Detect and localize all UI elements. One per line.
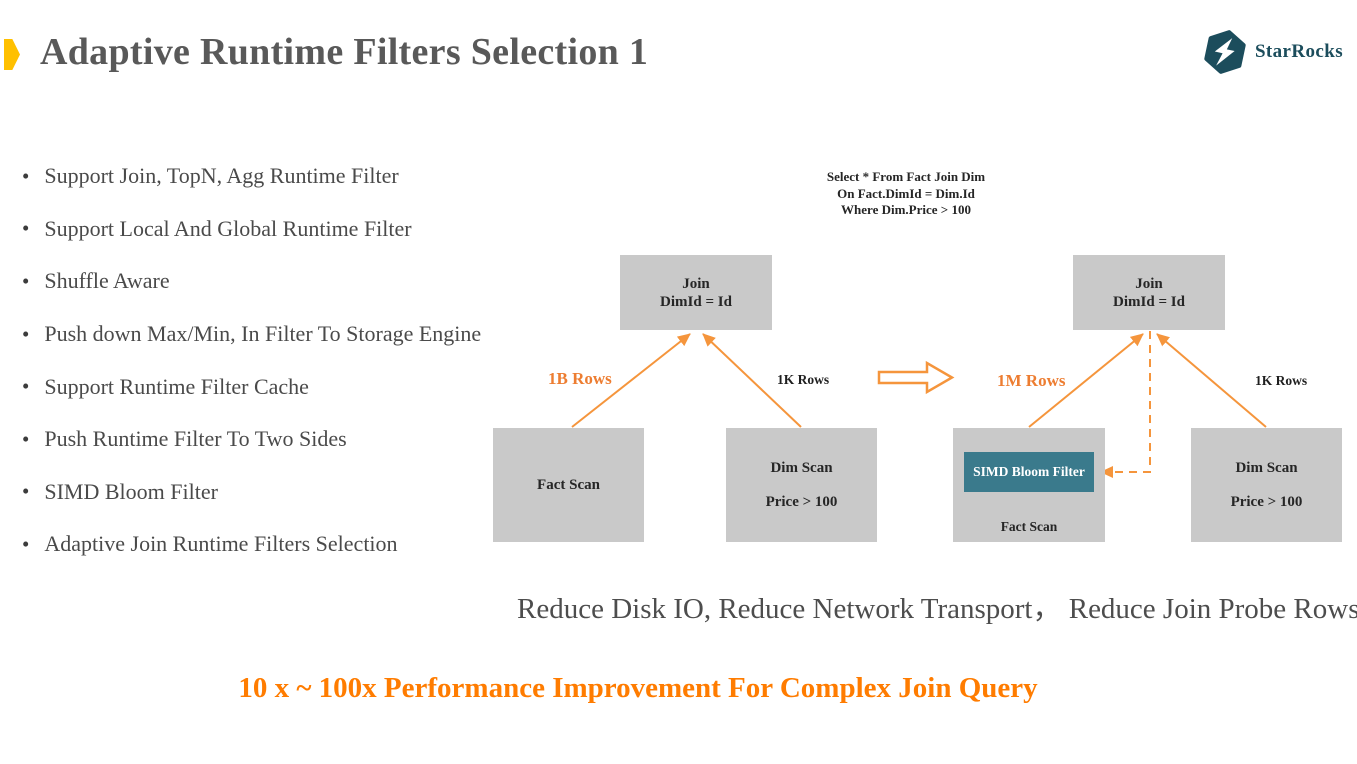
row-count-label: 1M Rows: [997, 371, 1066, 390]
benefits-caption: Reduce Disk IO, Reduce Network Transport…: [517, 593, 1357, 625]
join-node-before: Join DimId = Id: [620, 255, 772, 330]
list-item: Support Join, TopN, Agg Runtime Filter: [22, 150, 481, 203]
starrocks-logo-icon: [1204, 30, 1246, 74]
sql-line: Where Dim.Price > 100: [841, 202, 971, 217]
join-title: Join: [682, 275, 710, 292]
dim-scan-label: Dim Scan: [1235, 459, 1298, 476]
sql-line: On Fact.DimId = Dim.Id: [837, 185, 975, 201]
dim-scan-node-after: Dim Scan Price > 100: [1191, 428, 1342, 542]
join-condition: DimId = Id: [660, 293, 732, 310]
page-title: Adaptive Runtime Filters Selection 1: [40, 31, 649, 73]
fact-scan-node-before: Fact Scan: [493, 428, 644, 542]
join-title: Join: [1135, 275, 1163, 292]
row-count-label: 1K Rows: [1255, 373, 1308, 388]
dim-scan-predicate: Price > 100: [1230, 493, 1303, 510]
fact-scan-label: Fact Scan: [1000, 519, 1058, 534]
starrocks-logo: StarRocks: [1204, 29, 1343, 75]
sql-query: Select * From Fact Join Dim On Fact.DimI…: [806, 169, 1006, 219]
sql-line: Select * From Fact Join Dim: [826, 169, 986, 184]
transition-arrow-icon: [877, 360, 955, 395]
performance-caption: 10 x ~ 100x Performance Improvement For …: [238, 672, 1038, 704]
feature-list: Support Join, TopN, Agg Runtime Filter S…: [22, 150, 481, 571]
join-condition: DimId = Id: [1113, 293, 1185, 310]
title-accent-icon: [4, 39, 20, 70]
list-item: Push down Max/Min, In Filter To Storage …: [22, 308, 481, 361]
fact-scan-node-after: SIMD Bloom Filter Fact Scan: [953, 428, 1105, 542]
list-item: Support Local And Global Runtime Filter: [22, 203, 481, 256]
dashed-runtime-filter-arrow: [1100, 331, 1151, 478]
starrocks-logo-text: StarRocks: [1254, 41, 1343, 62]
list-item: Shuffle Aware: [22, 255, 481, 308]
list-item: Adaptive Join Runtime Filters Selection: [22, 518, 481, 571]
row-count-label: 1B Rows: [548, 369, 612, 388]
row-count-label: 1K Rows: [777, 372, 830, 387]
dim-scan-predicate: Price > 100: [765, 493, 838, 510]
list-item: Push Runtime Filter To Two Sides: [22, 413, 481, 466]
fact-scan-label: Fact Scan: [537, 476, 600, 493]
arrow-dim-to-join-after: [1156, 333, 1267, 428]
join-node-after: Join DimId = Id: [1073, 255, 1225, 330]
list-item: Support Runtime Filter Cache: [22, 360, 481, 413]
dim-scan-label: Dim Scan: [770, 459, 833, 476]
list-item: SIMD Bloom Filter: [22, 466, 481, 519]
dim-scan-node-before: Dim Scan Price > 100: [726, 428, 877, 542]
simd-bloom-filter-box: SIMD Bloom Filter: [964, 452, 1094, 492]
